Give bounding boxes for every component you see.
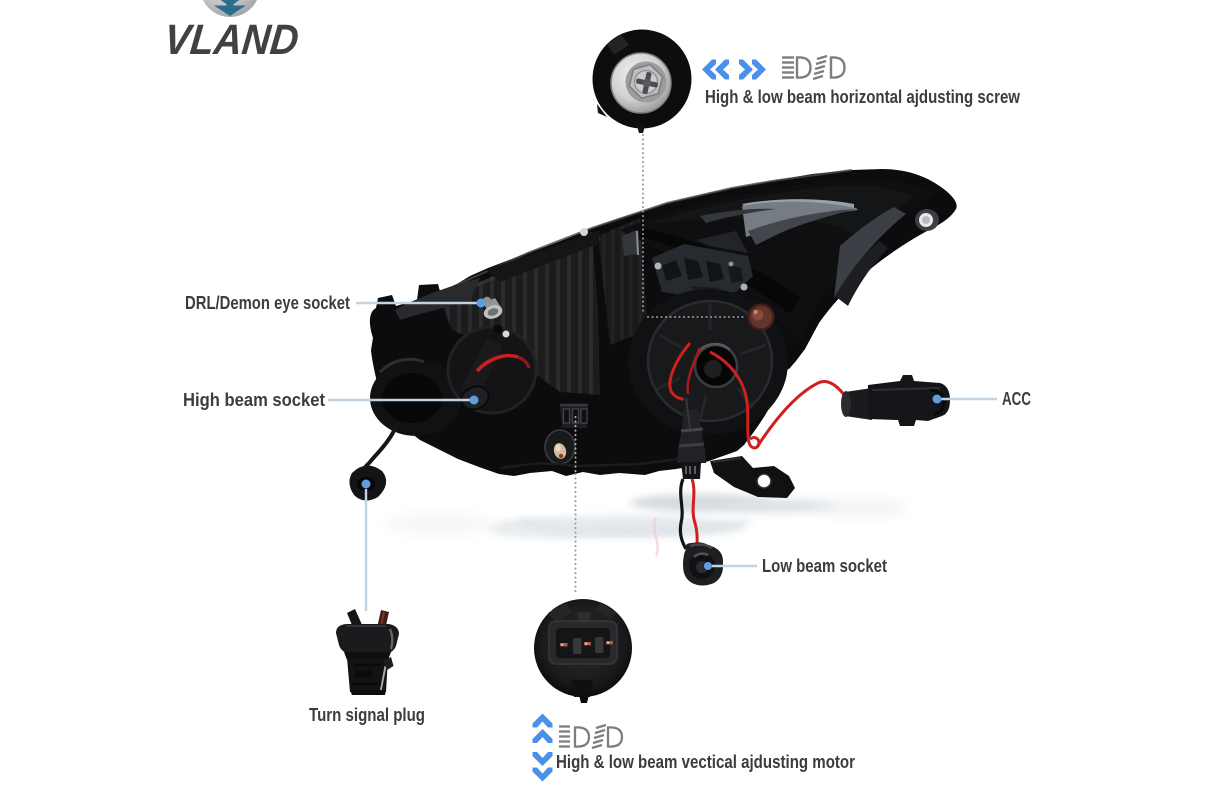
svg-text:Turn signal plug: Turn signal plug xyxy=(309,704,425,725)
svg-text:High & low beam vectical ajdus: High & low beam vectical ajdusting motor xyxy=(556,751,855,772)
svg-text:High beam socket: High beam socket xyxy=(183,389,325,410)
svg-text:VLAND: VLAND xyxy=(162,16,301,64)
svg-text:High & low beam horizontal ajd: High & low beam horizontal ajdusting scr… xyxy=(705,86,1020,107)
svg-text:ACC: ACC xyxy=(1002,388,1031,409)
svg-text:Low beam socket: Low beam socket xyxy=(762,555,887,576)
svg-text:DRL/Demon eye socket: DRL/Demon eye socket xyxy=(185,292,350,313)
